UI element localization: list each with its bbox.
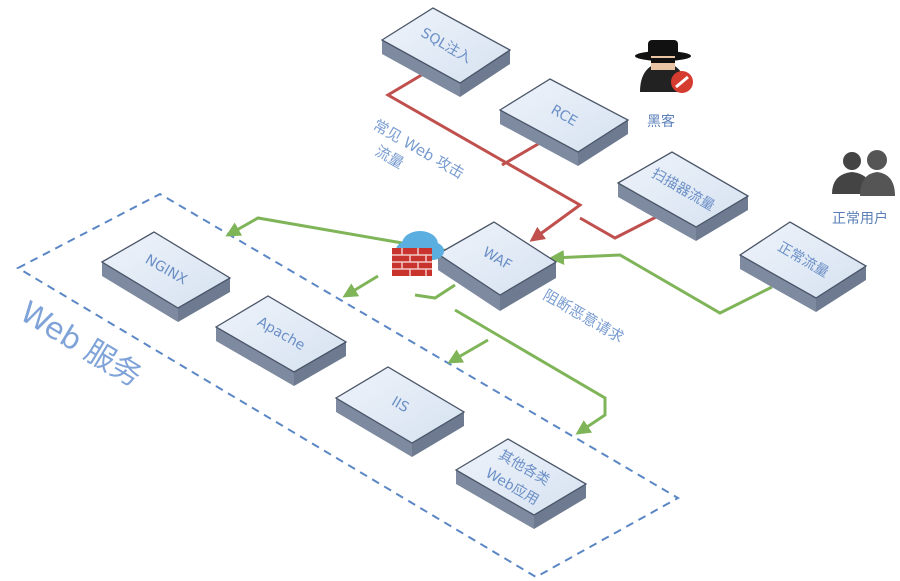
hacker-label: 黑客 xyxy=(647,113,675,130)
firewall-cloud-icon xyxy=(392,231,444,276)
node-scanner: 扫描器流量 xyxy=(616,151,750,241)
normal-traffic-line xyxy=(549,249,773,315)
scanner-attack-line xyxy=(579,213,661,240)
node-iis-label: IIS xyxy=(389,394,412,416)
node-rce: RCE xyxy=(498,78,630,166)
web-services-zone xyxy=(15,192,681,579)
node-apache: Apache xyxy=(214,295,348,386)
green-line-branch xyxy=(414,283,456,300)
node-sql: SQL注入 xyxy=(380,7,512,97)
node-nginx: NGINX xyxy=(100,231,232,322)
green-line-to-other xyxy=(454,308,607,435)
users-icon xyxy=(832,150,895,196)
node-other: 其他各类 Web应用 xyxy=(454,438,588,529)
block-label: 阻断恶意请求 xyxy=(540,286,627,347)
green-line-to-iis xyxy=(447,338,489,364)
node-waf: WAF xyxy=(436,221,558,311)
hacker-icon xyxy=(635,40,693,93)
web-services-label: Web 服务 xyxy=(14,295,148,395)
sql-attack-line xyxy=(385,68,583,242)
node-normal: 正常流量 xyxy=(738,221,868,312)
users-label: 正常用户 xyxy=(832,210,888,227)
green-line-to-nginx xyxy=(225,216,461,255)
node-iis: IIS xyxy=(334,366,466,457)
green-line-to-apache xyxy=(342,274,379,298)
